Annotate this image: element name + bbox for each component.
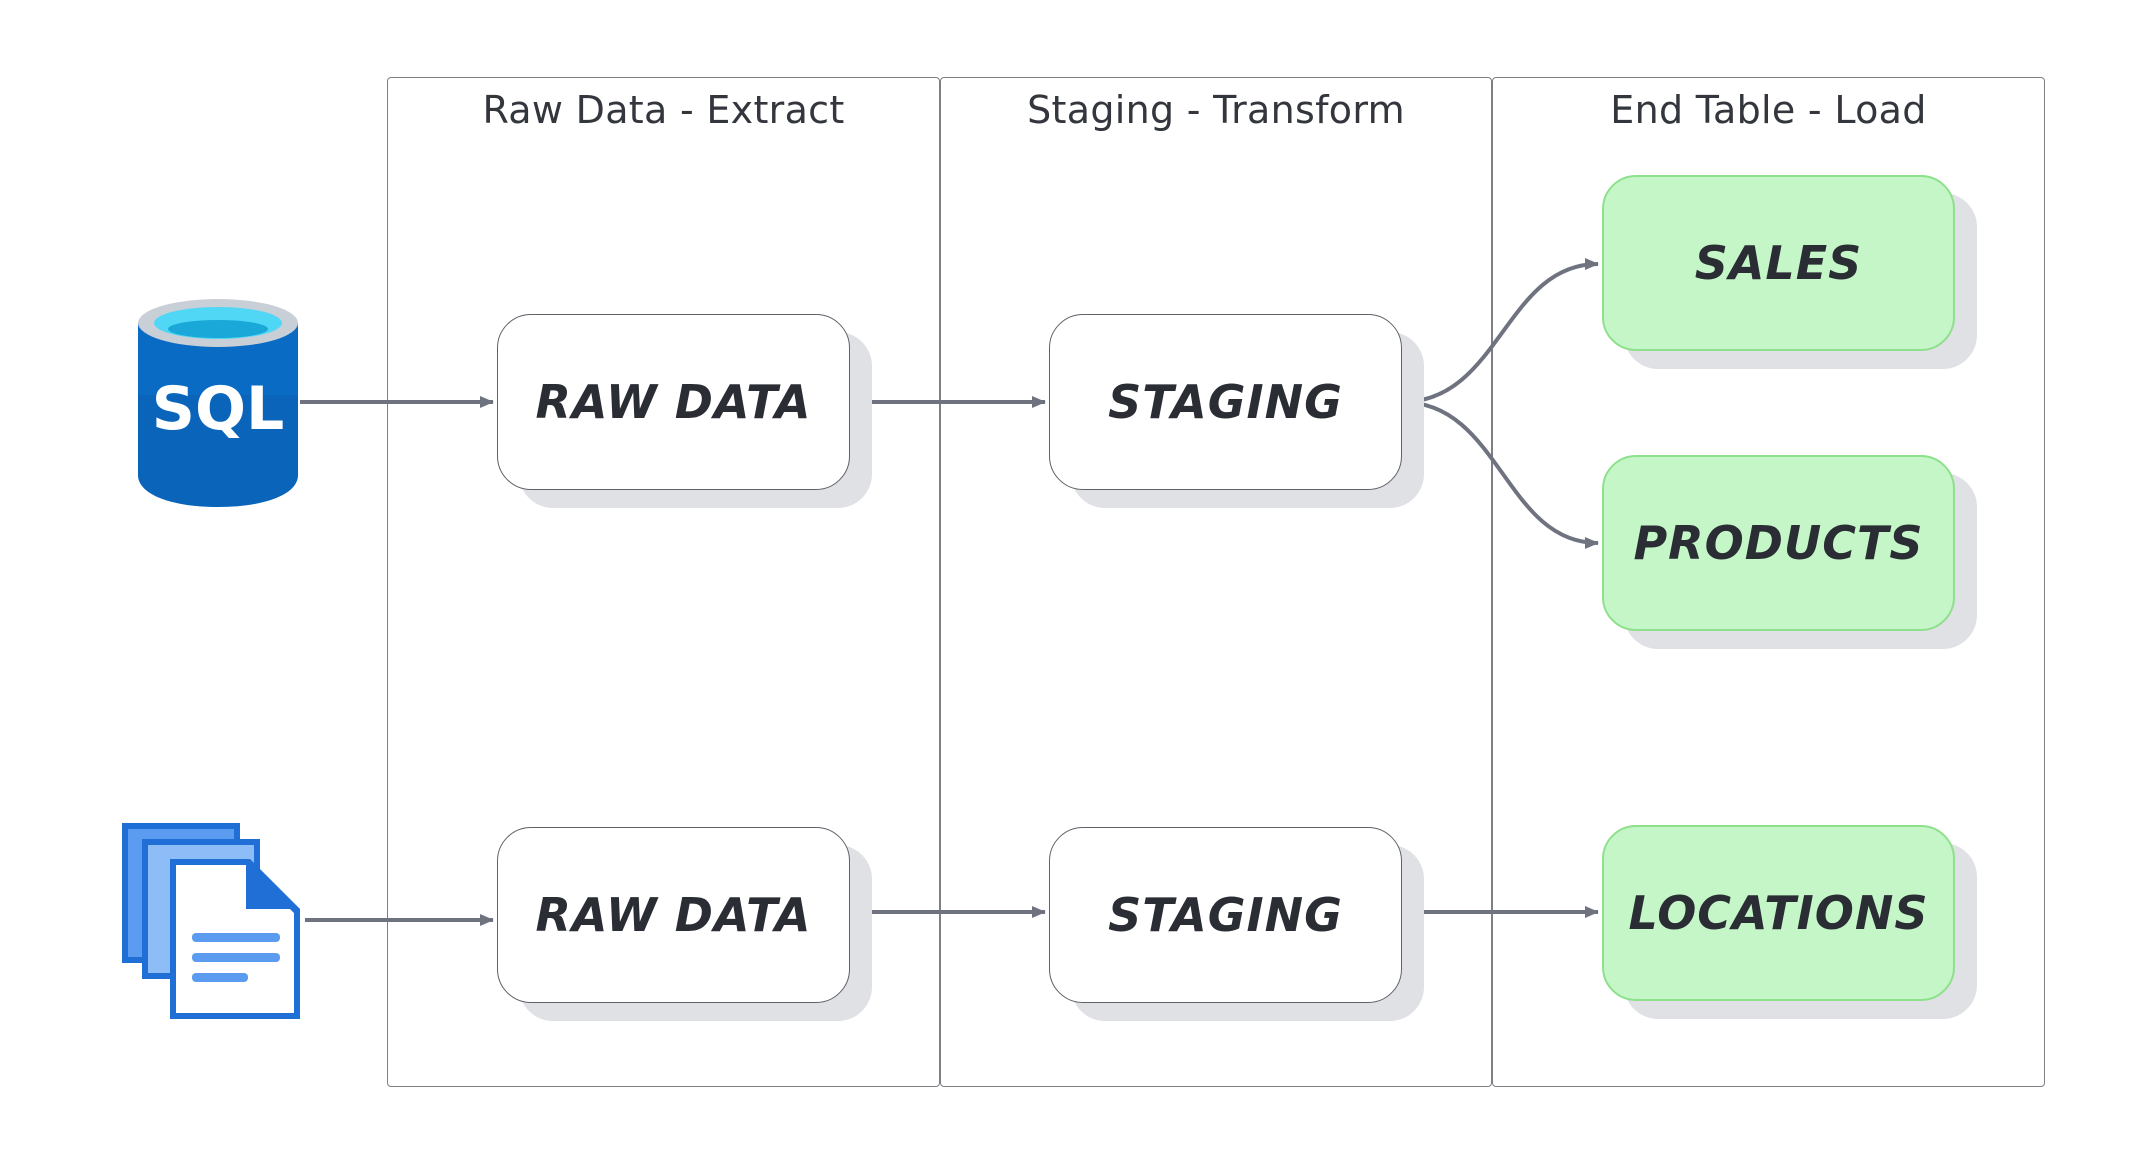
node-label: RAW DATA	[535, 888, 812, 942]
lane-end-table-load: End Table - Load	[1492, 77, 2045, 1087]
node-label: RAW DATA	[535, 375, 812, 429]
lane-staging-transform: Staging - Transform	[940, 77, 1492, 1087]
node-raw-data-sql[interactable]: RAW DATA	[497, 314, 850, 490]
node-end-table-sales[interactable]: SALES	[1602, 175, 1955, 351]
lane-title: Raw Data - Extract	[482, 88, 845, 132]
lane-title: End Table - Load	[1610, 88, 1927, 132]
node-staging-sql[interactable]: STAGING	[1049, 314, 1402, 490]
node-label: LOCATIONS	[1628, 886, 1929, 940]
lane-title: Staging - Transform	[1027, 88, 1405, 132]
node-raw-data-files[interactable]: RAW DATA	[497, 827, 850, 1003]
node-label: PRODUCTS	[1633, 516, 1924, 570]
node-label: SALES	[1694, 236, 1863, 290]
lane-raw-data-extract: Raw Data - Extract	[387, 77, 940, 1087]
node-label: STAGING	[1108, 888, 1343, 942]
sql-database-icon: SQL	[133, 295, 303, 510]
documents-icon	[120, 823, 310, 1023]
node-staging-files[interactable]: STAGING	[1049, 827, 1402, 1003]
node-end-table-products[interactable]: PRODUCTS	[1602, 455, 1955, 631]
node-end-table-locations[interactable]: LOCATIONS	[1602, 825, 1955, 1001]
sql-label: SQL	[152, 374, 284, 444]
node-label: STAGING	[1108, 375, 1343, 429]
